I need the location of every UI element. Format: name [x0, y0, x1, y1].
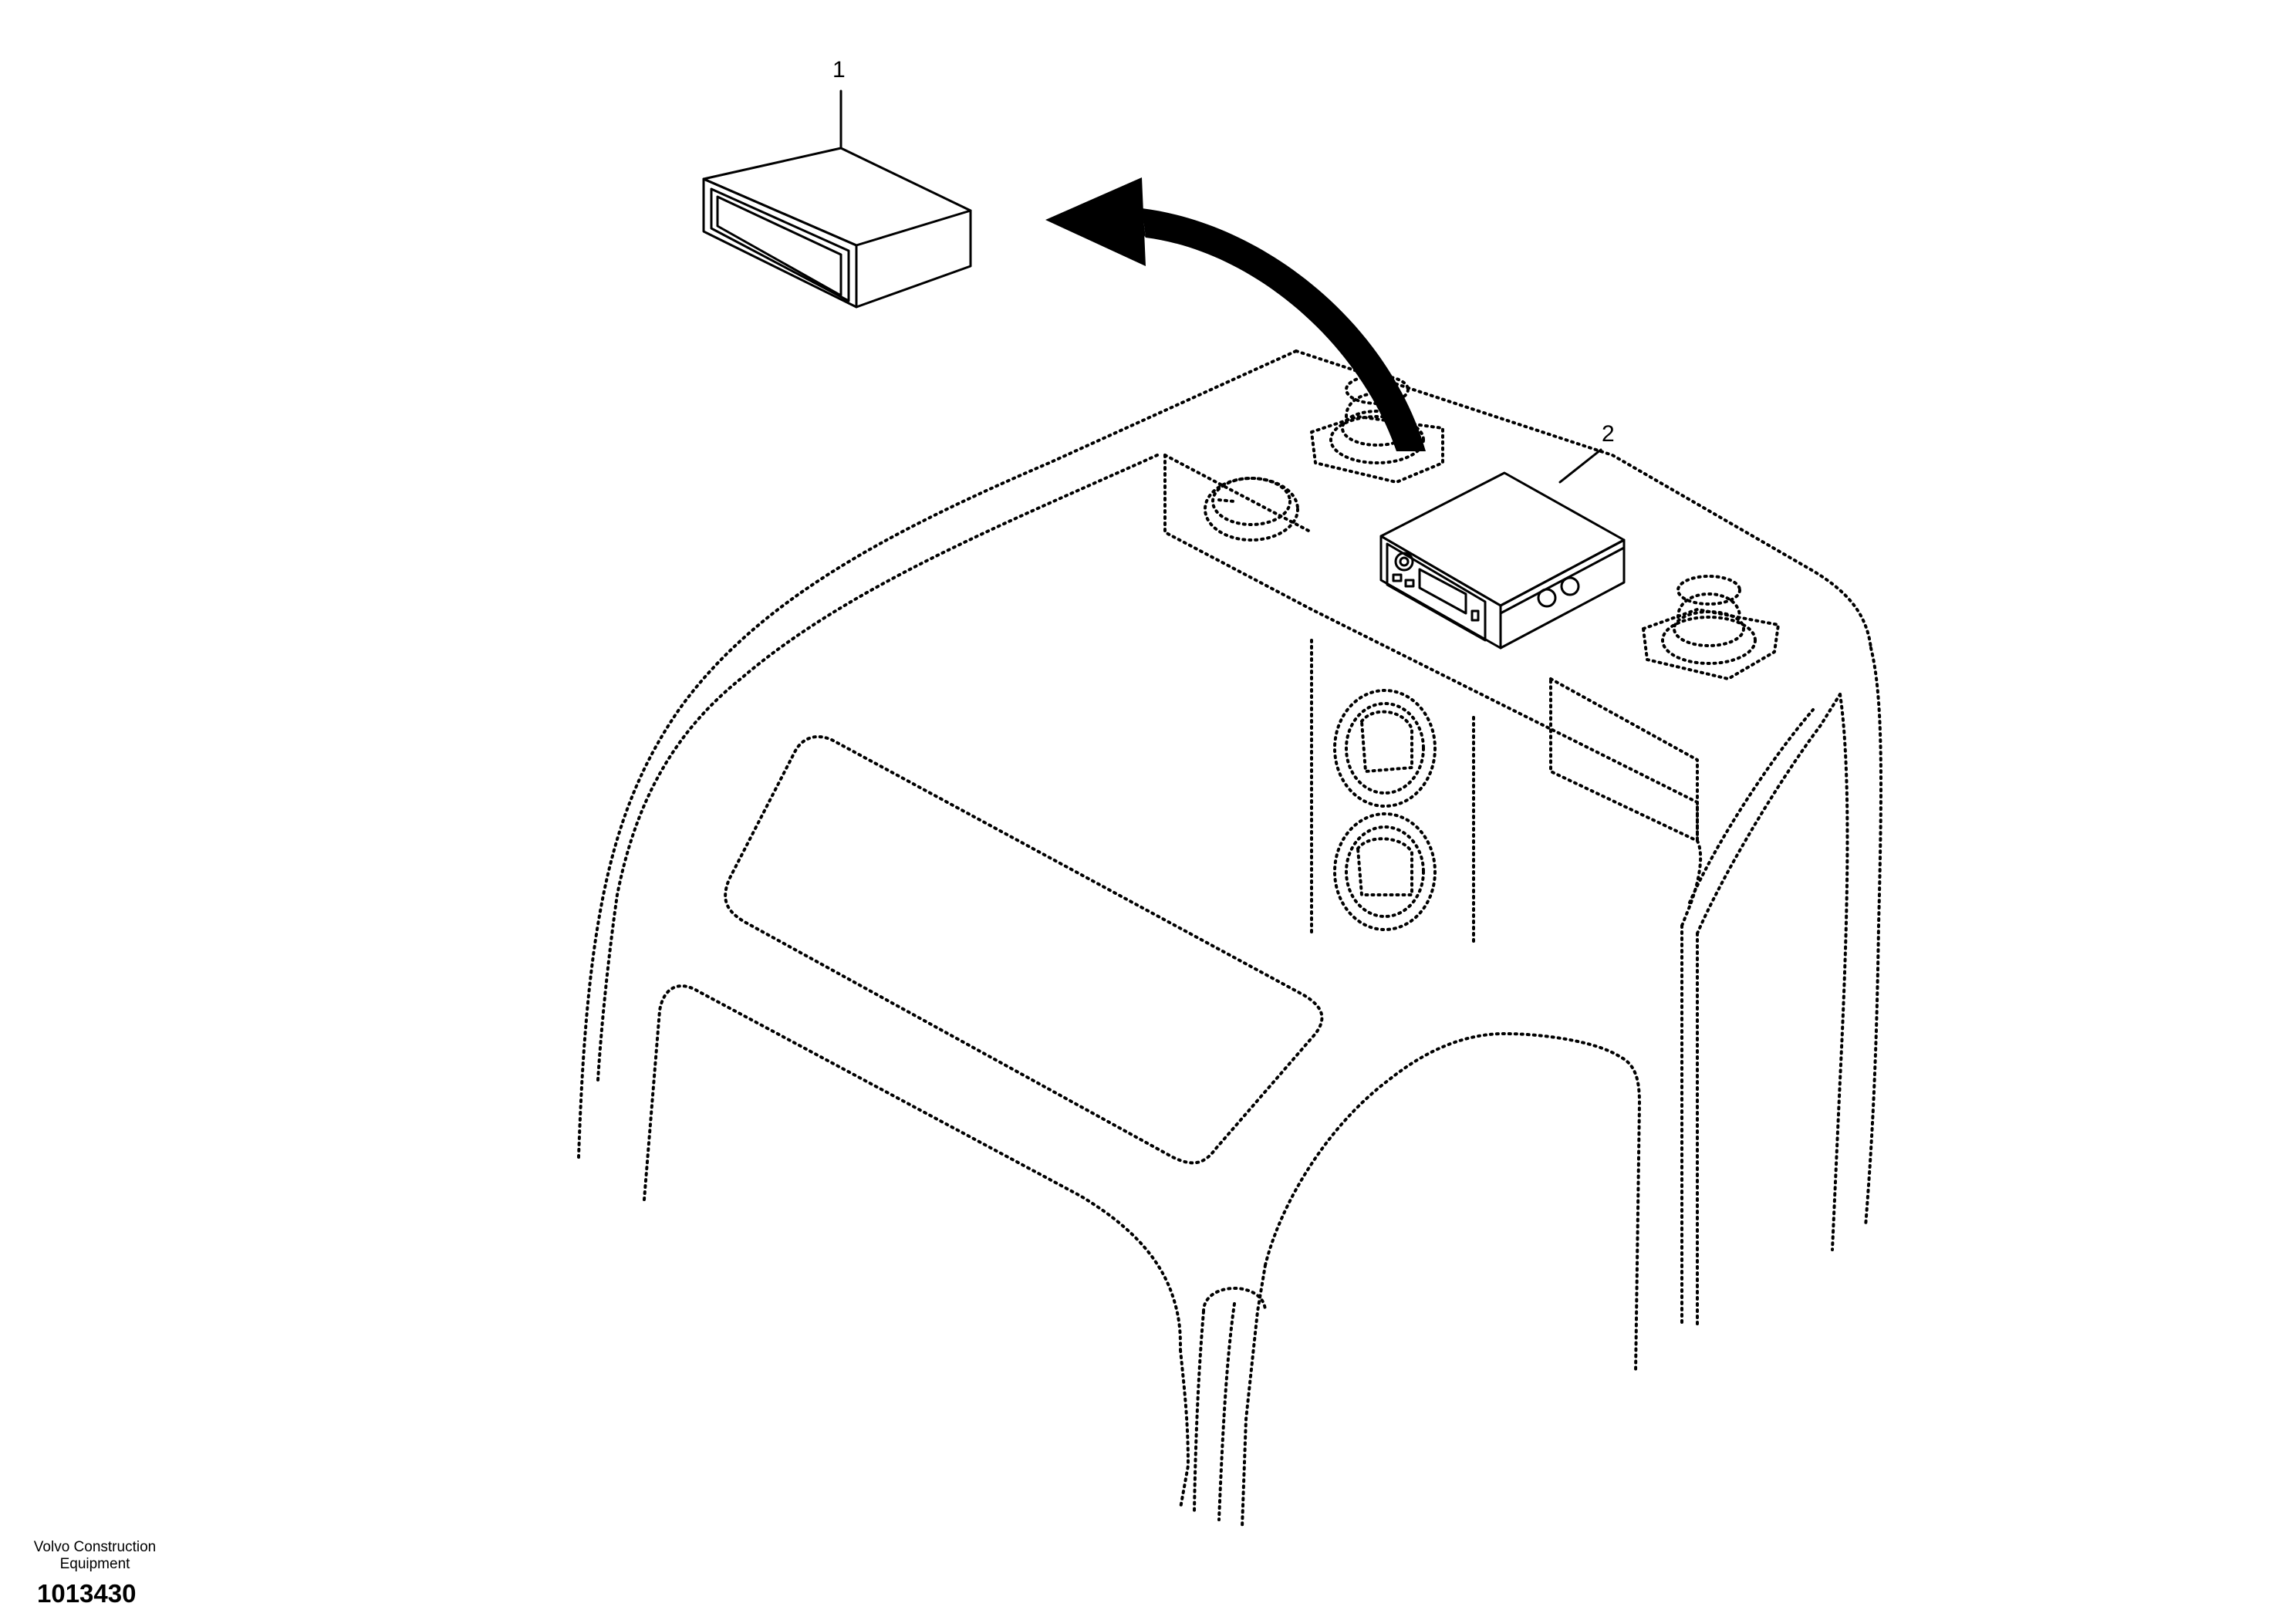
callout-label-2: 2 — [1602, 421, 1615, 447]
removal-arrow — [1045, 177, 1426, 451]
speaker-right — [1642, 575, 1780, 680]
brand-line-1: Volvo Construction — [33, 1539, 157, 1555]
callout-1: 1 — [832, 57, 846, 150]
storage-box — [702, 147, 972, 309]
radio-unit — [1379, 471, 1626, 650]
vent-lower — [1333, 812, 1437, 931]
brand-line-2: Equipment — [59, 1556, 130, 1572]
drawing-number: 1013430 — [37, 1579, 137, 1608]
cab-outline — [577, 349, 1882, 1529]
dome-light — [1204, 477, 1299, 542]
brand-label: Volvo Construction Equipment — [14, 1539, 176, 1573]
callout-2: 2 — [1558, 421, 1615, 484]
callout-label-1: 1 — [832, 57, 846, 83]
vent-upper — [1333, 689, 1437, 808]
